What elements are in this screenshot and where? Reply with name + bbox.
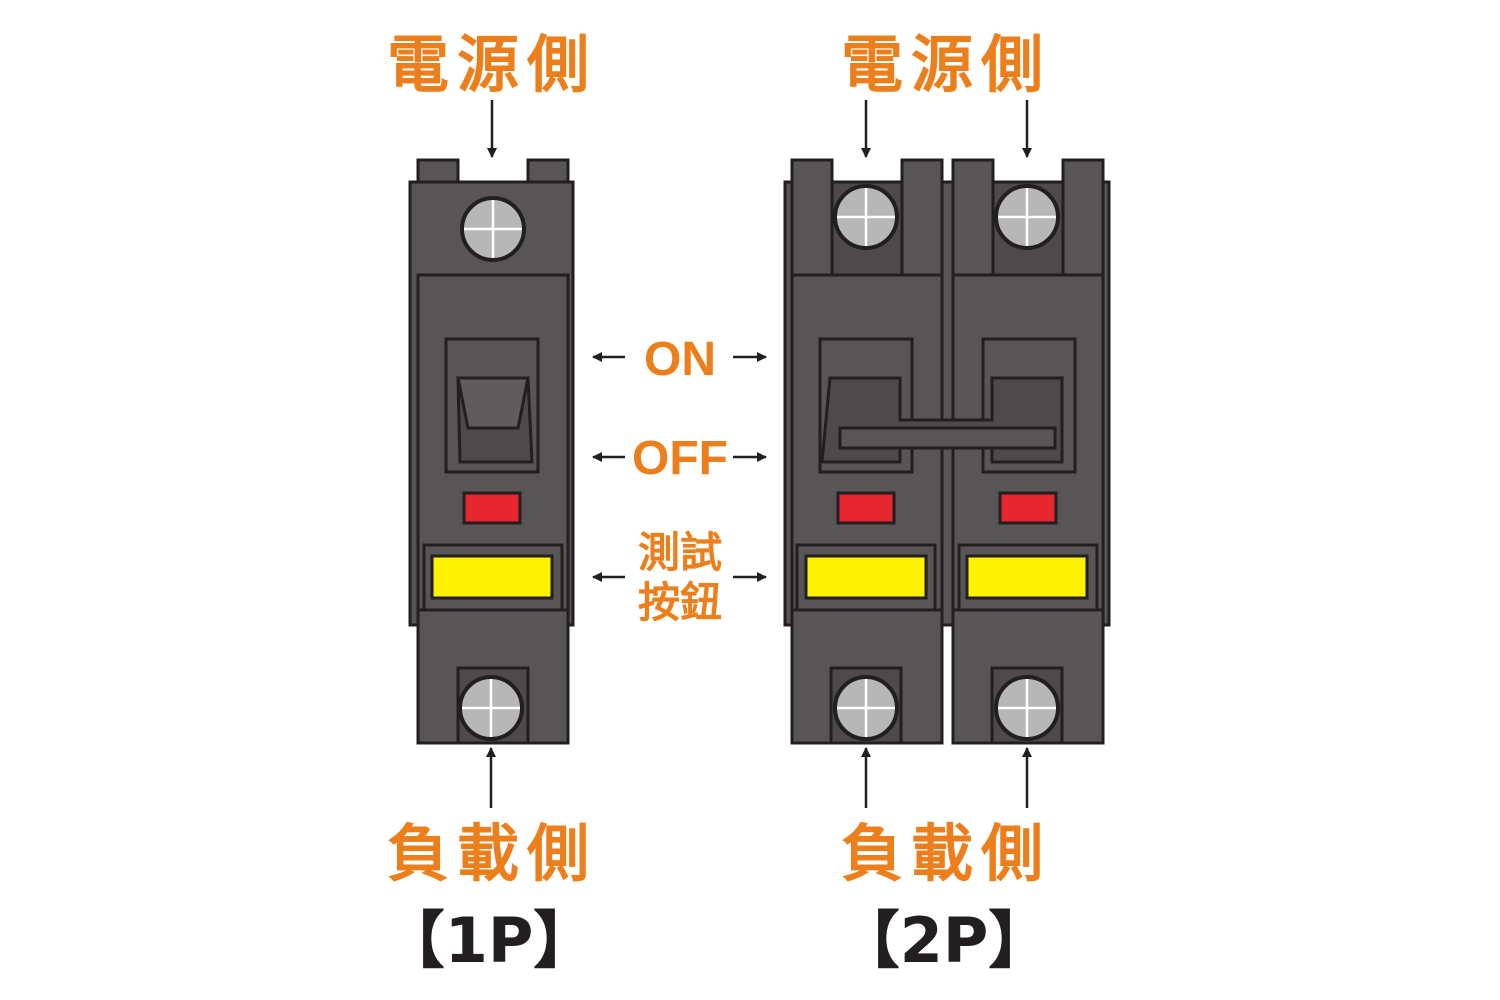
two-pole-caption: 【2P】 xyxy=(838,904,1051,977)
breaker-2p-pole-b-test-button[interactable] xyxy=(965,554,1089,600)
breaker-1p-trip-indicator xyxy=(462,491,522,525)
load-side-label-2p: 負載側 xyxy=(841,817,1051,890)
one-pole-caption: 【1P】 xyxy=(383,904,596,977)
screw-icon xyxy=(994,184,1060,250)
breaker-1p-toggle-face xyxy=(456,376,530,430)
load-side-label-1p: 負載側 xyxy=(387,817,597,890)
line-side-label-2p: 電源側 xyxy=(841,28,1051,101)
breaker-2p-pole-a-test-button[interactable] xyxy=(804,554,928,600)
screw-icon xyxy=(460,196,526,262)
screw-icon xyxy=(833,675,899,741)
off-position-label: OFF xyxy=(632,432,728,485)
breaker-2p xyxy=(783,158,1111,745)
test-button-label-line1: 測試 xyxy=(638,528,722,577)
breaker-2p-pole-b-trip-indicator xyxy=(998,491,1058,525)
screw-icon xyxy=(994,675,1060,741)
breaker-2p-pole-a-trip-indicator xyxy=(836,491,896,525)
screw-icon xyxy=(458,675,524,741)
test-button-label-line2: 按鈕 xyxy=(638,578,722,627)
line-side-label-1p: 電源側 xyxy=(387,28,597,101)
screw-icon xyxy=(833,184,899,250)
on-position-label: ON xyxy=(644,333,716,386)
breaker-1p-test-button[interactable] xyxy=(430,554,554,600)
breaker-2p-tie-bar xyxy=(838,426,1057,450)
